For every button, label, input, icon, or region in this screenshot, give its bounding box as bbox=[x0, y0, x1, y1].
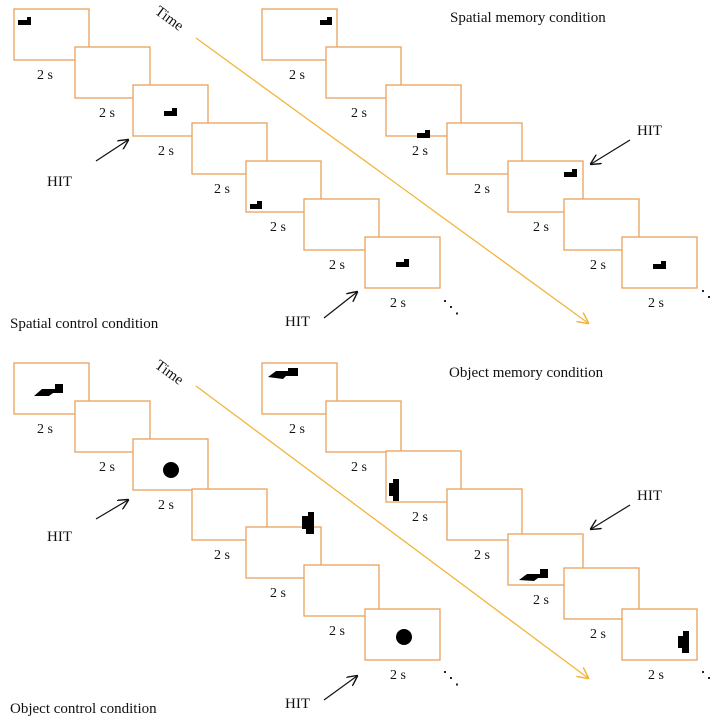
duration-label: 2 s bbox=[37, 422, 53, 437]
stimulus-frame bbox=[621, 236, 698, 289]
duration-label: 2 s bbox=[158, 144, 174, 159]
duration-label: 2 s bbox=[289, 68, 305, 83]
continuation-ellipsis: ⋱ bbox=[700, 668, 713, 688]
object-memory-title: Object memory condition bbox=[449, 365, 604, 381]
hit-arrow bbox=[591, 504, 631, 529]
duration-label: 2 s bbox=[289, 422, 305, 437]
cat-silhouette-icon bbox=[320, 17, 332, 25]
object-control-sequence: 2 s 2 s 2 s 2 s 2 s 2 s 2 s HIT HIT ⋱ bbox=[13, 362, 460, 712]
cat-silhouette-icon bbox=[18, 17, 31, 25]
duration-label: 2 s bbox=[214, 182, 230, 197]
duration-label: 2 s bbox=[351, 460, 367, 475]
object-control-title: Object control condition bbox=[10, 701, 157, 717]
duration-label: 2 s bbox=[648, 668, 664, 683]
time-arrow bbox=[195, 385, 588, 678]
duration-label: 2 s bbox=[270, 586, 286, 601]
flat-shape-icon bbox=[34, 384, 63, 396]
stimulus-frame bbox=[261, 8, 338, 61]
spatial-memory-sequence: 2 s 2 s 2 s 2 s 2 s 2 s 2 s HIT ⋱ bbox=[261, 8, 713, 311]
duration-label: 2 s bbox=[390, 296, 406, 311]
flat-shape-icon bbox=[268, 368, 298, 379]
time-label: Time bbox=[152, 3, 187, 34]
cat-silhouette-icon bbox=[653, 261, 666, 269]
hit-label: HIT bbox=[637, 123, 662, 139]
tall-blob-icon bbox=[678, 631, 689, 653]
duration-label: 2 s bbox=[390, 668, 406, 683]
hit-label: HIT bbox=[285, 314, 310, 330]
stimulus-frame bbox=[303, 564, 380, 617]
duration-label: 2 s bbox=[351, 106, 367, 121]
duration-label: 2 s bbox=[37, 68, 53, 83]
duration-label: 2 s bbox=[474, 182, 490, 197]
tall-blob-icon bbox=[302, 512, 314, 534]
duration-label: 2 s bbox=[270, 220, 286, 235]
stimulus-frame bbox=[325, 400, 402, 453]
round-blob-icon bbox=[163, 462, 179, 478]
spatial-memory-title: Spatial memory condition bbox=[450, 10, 606, 26]
duration-label: 2 s bbox=[648, 296, 664, 311]
continuation-ellipsis: ⋱ bbox=[700, 287, 713, 307]
continuation-ellipsis: ⋱ bbox=[442, 297, 460, 317]
duration-label: 2 s bbox=[533, 593, 549, 608]
time-label: Time bbox=[152, 357, 187, 388]
duration-label: 2 s bbox=[214, 548, 230, 563]
duration-label: 2 s bbox=[99, 106, 115, 121]
hit-arrow bbox=[95, 140, 128, 162]
stimulus-frame bbox=[446, 488, 523, 541]
duration-label: 2 s bbox=[412, 510, 428, 525]
continuation-ellipsis: ⋱ bbox=[442, 668, 460, 688]
hit-arrow bbox=[323, 676, 357, 701]
cat-silhouette-icon bbox=[250, 201, 262, 209]
hit-arrow bbox=[591, 139, 631, 164]
stimulus-frame bbox=[261, 362, 338, 415]
duration-label: 2 s bbox=[329, 258, 345, 273]
time-arrow bbox=[195, 37, 588, 323]
object-memory-sequence: 2 s 2 s 2 s 2 s 2 s 2 s 2 s HIT ⋱ bbox=[261, 362, 713, 688]
cat-silhouette-icon bbox=[417, 130, 430, 138]
flat-shape-icon bbox=[519, 569, 548, 581]
duration-label: 2 s bbox=[99, 460, 115, 475]
duration-label: 2 s bbox=[158, 498, 174, 513]
duration-label: 2 s bbox=[533, 220, 549, 235]
spatial-control-sequence: 2 s 2 s 2 s 2 s 2 s 2 s 2 s HIT HIT ⋱ bbox=[13, 8, 460, 330]
hit-arrow bbox=[95, 500, 128, 520]
tall-blob-icon bbox=[389, 479, 399, 501]
cat-silhouette-icon bbox=[396, 259, 409, 267]
cat-silhouette-icon bbox=[164, 108, 177, 116]
duration-label: 2 s bbox=[590, 627, 606, 642]
hit-label: HIT bbox=[47, 529, 72, 545]
round-blob-icon bbox=[396, 629, 412, 645]
hit-label: HIT bbox=[637, 488, 662, 504]
spatial-control-title: Spatial control condition bbox=[10, 316, 159, 332]
hit-label: HIT bbox=[47, 174, 72, 190]
duration-label: 2 s bbox=[474, 548, 490, 563]
hit-arrow bbox=[323, 292, 357, 319]
hit-label: HIT bbox=[285, 696, 310, 712]
duration-label: 2 s bbox=[412, 144, 428, 159]
cat-silhouette-icon bbox=[564, 169, 577, 177]
duration-label: 2 s bbox=[590, 258, 606, 273]
duration-label: 2 s bbox=[329, 624, 345, 639]
